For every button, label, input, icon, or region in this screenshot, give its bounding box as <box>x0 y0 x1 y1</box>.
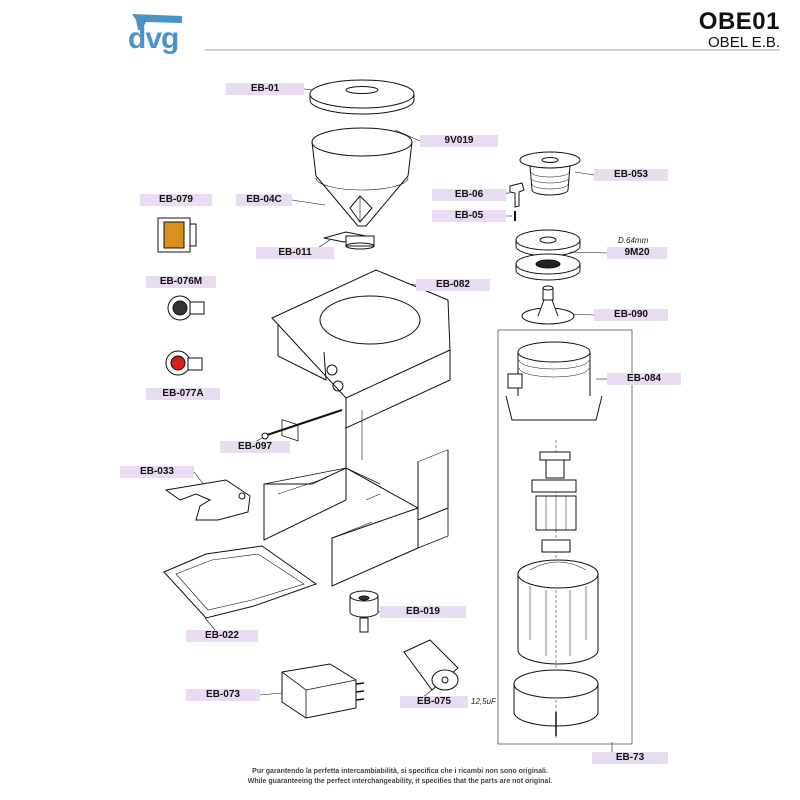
capacitor-drawing <box>403 639 459 691</box>
model-code: OBE01 <box>698 8 780 35</box>
part-label-eb-079: EB-079 <box>140 194 212 206</box>
drip-tray-drawing <box>163 545 318 619</box>
bean-hopper-drawing <box>311 127 413 227</box>
motor-group-drawing <box>513 440 599 740</box>
leader-lines <box>193 88 613 758</box>
burr-carrier-drawing <box>521 285 575 325</box>
footer-disclaimer-en: While guaranteeing the perfect interchan… <box>247 778 553 785</box>
brand-logo: dvg <box>128 22 179 55</box>
part-label-eb-05: EB-05 <box>432 210 506 222</box>
part-label-eb-075: EB-075 <box>400 696 468 708</box>
part-label-eb-077a: EB-077A <box>146 388 220 400</box>
key-drawing <box>509 182 525 208</box>
model-name: OBEL E.B. <box>708 34 780 51</box>
red-push-button-drawing <box>165 350 203 376</box>
footer-disclaimer-it: Pur garantendo la perfetta intercambiabi… <box>252 768 548 775</box>
motor-group-frame <box>497 329 633 745</box>
push-button-drawing <box>167 295 205 321</box>
part-label-eb-076m: EB-076M <box>146 276 216 288</box>
part-label-eb-033: EB-033 <box>120 466 194 478</box>
part-label-eb-082: EB-082 <box>416 279 490 291</box>
rocker-switch-drawing <box>157 217 197 253</box>
part-label-eb-06: EB-06 <box>432 189 506 201</box>
part-label-eb-022: EB-022 <box>186 630 258 642</box>
hopper-lid-drawing <box>309 79 415 115</box>
part-label-eb-090: EB-090 <box>594 309 668 321</box>
part-label-eb-073: EB-073 <box>186 689 260 701</box>
slide-gate-drawing <box>323 231 375 250</box>
part-label-eb-097: EB-097 <box>220 441 290 453</box>
part-label-eb-084: EB-084 <box>607 373 681 385</box>
part-label-eb-011: EB-011 <box>256 247 334 259</box>
part-label-9v019: 9V019 <box>420 135 498 147</box>
part-label-eb-01: EB-01 <box>226 83 304 95</box>
part-label-eb-019: EB-019 <box>380 606 466 618</box>
threaded-rod-drawing <box>261 409 343 440</box>
grinding-chamber-drawing <box>505 341 603 421</box>
burr-spec-note: D.64mm <box>618 236 649 245</box>
part-label-eb-73: EB-73 <box>592 752 668 764</box>
part-label-eb-04c: EB-04C <box>236 194 292 206</box>
rubber-foot-drawing <box>349 590 379 633</box>
dvg-logo-icon <box>132 14 182 30</box>
adjustment-ring-drawing <box>519 151 581 196</box>
burr-set-drawing <box>515 229 581 281</box>
cover-plate-drawing <box>164 479 251 521</box>
grinder-body-drawing <box>263 269 451 587</box>
capacitor-spec-note: 12,5uF <box>471 697 496 706</box>
relay-drawing <box>281 663 365 719</box>
part-label-9m20: 9M20 <box>607 247 667 259</box>
part-label-eb-053: EB-053 <box>594 169 668 181</box>
